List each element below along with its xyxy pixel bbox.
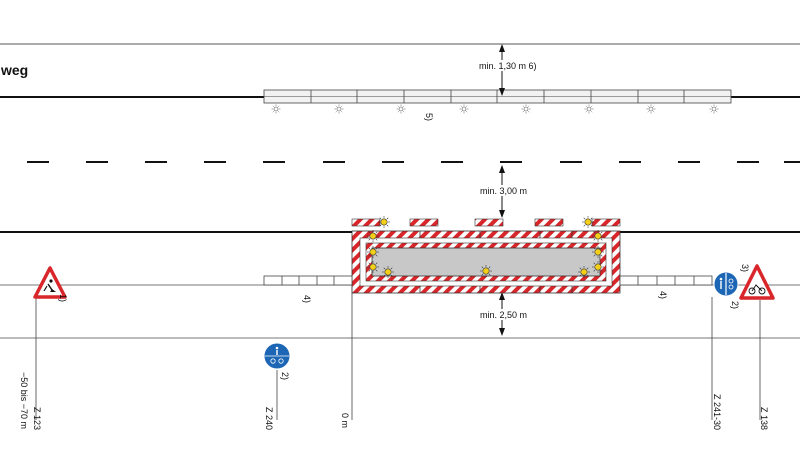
road-lines xyxy=(0,43,800,339)
warning-lamp-icon xyxy=(584,104,594,114)
note-2a-label: 2) xyxy=(280,372,290,380)
note-5-label: 5) xyxy=(424,113,434,121)
station-2-sign: Z 240 xyxy=(264,407,274,430)
station-1-value: −50 bis −70 m xyxy=(19,372,29,429)
top-guard-rail xyxy=(263,89,732,114)
station-lines xyxy=(35,285,761,420)
warning-lamp-icon xyxy=(479,264,493,278)
dim-bottom-label: min. 2,50 m xyxy=(480,310,527,320)
warning-lamp-icon xyxy=(381,265,395,279)
warning-lamp-icon xyxy=(459,104,469,114)
warning-lamp-icon xyxy=(709,104,719,114)
guide-boards xyxy=(351,215,621,229)
construction-site-enclosure xyxy=(351,229,621,294)
note-3-label: 3) xyxy=(740,264,750,272)
station-5-sign: Z 138 xyxy=(759,407,769,430)
shared-footpath-cycleway-sign-icon xyxy=(263,342,291,370)
station-3-value: 0 m xyxy=(340,413,350,428)
warning-lamp-icon xyxy=(334,104,344,114)
road-name-label: weg xyxy=(0,62,28,78)
warning-lamp-icon xyxy=(396,104,406,114)
warning-lamp-icon xyxy=(271,104,281,114)
dimension-bottom: min. 2,50 m xyxy=(478,292,536,336)
station-labels: −50 bis −70 m Z 123 Z 240 0 m Z 241-30 Z… xyxy=(19,372,769,430)
warning-lamp-icon xyxy=(577,265,591,279)
warning-lamp-icon xyxy=(581,215,595,229)
station-4-sign: Z 241-30 xyxy=(712,394,722,430)
roadworks-warning-sign-icon xyxy=(33,266,67,299)
guide-board xyxy=(534,218,564,227)
note-1-label: 1) xyxy=(58,294,68,302)
separated-footpath-cycleway-sign-icon xyxy=(713,271,739,297)
note-2b-label: 2) xyxy=(730,301,740,309)
warning-lamp-icon xyxy=(366,260,380,274)
guide-board xyxy=(591,218,621,227)
dim-top-label: min. 1,30 m 6) xyxy=(479,61,537,71)
warning-lamp-icon xyxy=(377,215,391,229)
footpath-barrier-left xyxy=(263,275,353,286)
cyclists-warning-sign-icon xyxy=(739,264,775,300)
guide-board xyxy=(409,218,439,227)
warning-lamp-icon xyxy=(591,260,605,274)
note-4a-label: 4) xyxy=(302,295,312,303)
warning-lamp-icon xyxy=(521,104,531,114)
footpath-barrier-right xyxy=(619,275,713,286)
dimension-middle: min. 3,00 m xyxy=(478,165,536,218)
station-1-sign: Z 123 xyxy=(32,407,42,430)
dim-middle-label: min. 3,00 m xyxy=(480,186,527,196)
note-4b-label: 4) xyxy=(658,291,668,299)
warning-lamp-icon xyxy=(646,104,656,114)
guide-board xyxy=(351,218,381,227)
guide-board xyxy=(474,218,504,227)
dimension-top: min. 1,30 m 6) xyxy=(476,44,544,96)
